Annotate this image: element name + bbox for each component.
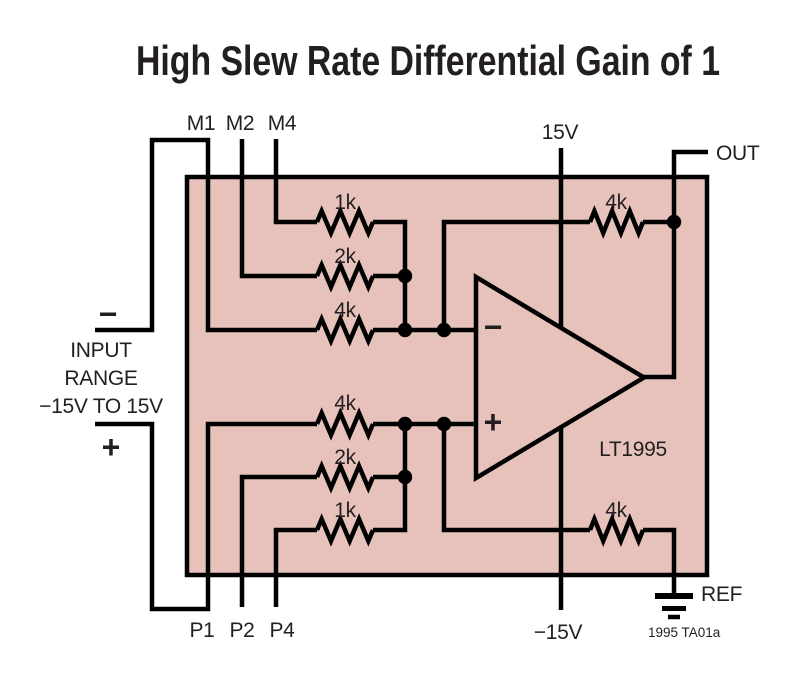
resistor-m1-4k — [314, 313, 376, 347]
resistor-m2-2k — [314, 259, 376, 293]
wire-input-minus-to-m1 — [95, 137, 317, 333]
figure-title: High Slew Rate Differential Gain of 1 — [136, 37, 720, 84]
junction-dot — [397, 268, 413, 284]
pin-label-p2: P2 — [229, 619, 254, 642]
resistor-label-1k-top: 1k — [334, 191, 356, 214]
junction-dot — [397, 416, 413, 432]
junction-dot — [436, 416, 452, 432]
figure-code: 1995 TA01a — [648, 625, 721, 640]
resistor-label-4k-bottom: 4k — [334, 392, 356, 415]
junction-dot — [397, 469, 413, 485]
junction-dot — [666, 214, 682, 230]
wire-ref-to-ground — [643, 527, 677, 594]
wire-output — [643, 149, 708, 380]
input-range-line-3: −15V TO 15V — [39, 395, 163, 418]
input-minus-sign: − — [99, 296, 118, 332]
resistor-label-feedback-top: 4k — [605, 191, 627, 214]
output-label: OUT — [716, 142, 760, 165]
resistor-label-4k-top: 4k — [334, 299, 356, 322]
ic-part-number: LT1995 — [599, 438, 667, 461]
pin-label-m1: M1 — [187, 112, 216, 135]
wire-input-plus-to-p1 — [95, 421, 317, 612]
opamp-triangle — [473, 273, 649, 482]
resistor-feedback-top-4k — [587, 204, 646, 240]
resistor-label-1k-bottom: 1k — [334, 499, 356, 522]
resistor-label-feedback-bottom: 4k — [605, 499, 627, 522]
pin-label-p1: P1 — [189, 619, 214, 642]
opamp-plus-sign: + — [484, 404, 503, 440]
pin-label-m2: M2 — [226, 112, 255, 135]
ground-symbol — [655, 593, 693, 620]
wire-p4-pin — [273, 527, 317, 607]
input-range-line-1: INPUT — [70, 339, 132, 362]
wire-p2-pin — [239, 474, 317, 607]
wire-plus-node-to-ref-resistor — [441, 424, 590, 533]
wire-m2-pin — [239, 139, 317, 279]
resistor-p4-1k — [314, 513, 376, 547]
resistor-label-2k-top: 2k — [334, 245, 356, 268]
negative-supply-label: −15V — [534, 621, 583, 644]
wire-1k-to-plus-node — [373, 424, 408, 533]
pin-label-p4: P4 — [269, 619, 295, 642]
wire-minus-node-to-feedback — [441, 219, 590, 330]
resistor-p2-2k — [314, 460, 376, 494]
pin-label-m4: M4 — [268, 112, 297, 135]
positive-supply-label: 15V — [542, 121, 579, 144]
input-plus-sign: + — [102, 429, 121, 465]
wire-m4-pin — [273, 139, 317, 225]
resistor-label-2k-bottom: 2k — [334, 446, 356, 469]
wire-1k-to-minus-node — [373, 219, 408, 330]
resistor-p1-4k — [314, 407, 376, 441]
resistor-feedback-bottom-4k — [587, 512, 646, 548]
resistor-m4-1k — [314, 205, 376, 239]
reference-label: REF — [701, 583, 742, 606]
opamp-minus-sign: − — [484, 309, 503, 345]
input-range-line-2: RANGE — [64, 367, 137, 390]
junction-dot — [397, 322, 413, 338]
junction-dot — [436, 322, 452, 338]
